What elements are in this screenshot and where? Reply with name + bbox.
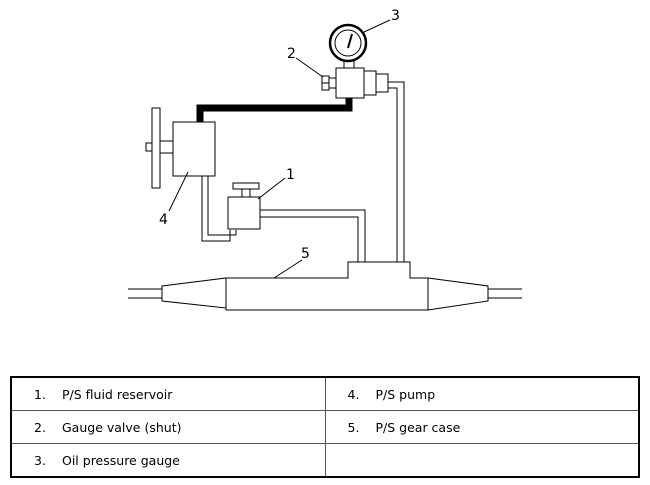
legend-row: 1. P/S fluid reservoir 4. P/S pump — [10, 376, 640, 411]
legend-number: 5. — [347, 419, 360, 435]
legend-table: 1. P/S fluid reservoir 4. P/S pump 2. Gauge… — [10, 376, 640, 478]
fluid-lines — [201, 81, 405, 262]
gear-case — [128, 261, 522, 311]
callout-4: 4 — [159, 212, 168, 228]
legend-row: 3. Oil pressure gauge — [10, 443, 640, 478]
callout-5: 5 — [301, 246, 310, 262]
legend-number: 2. — [34, 419, 46, 435]
legend-label: P/S fluid reservoir — [62, 386, 173, 402]
legend-label: P/S pump — [375, 386, 436, 402]
legend-cell: 3. Oil pressure gauge — [10, 443, 326, 478]
legend-row: 2. Gauge valve (shut) 5. P/S gear case — [10, 410, 640, 444]
legend-label: Oil pressure gauge — [62, 452, 180, 468]
leader-lines — [168, 19, 391, 279]
legend-number: 3. — [34, 452, 46, 468]
gauge-valve — [321, 67, 389, 99]
legend-label: Gauge valve (shut) — [62, 419, 182, 435]
callout-1: 1 — [286, 167, 295, 183]
legend-number: 1. — [34, 386, 46, 402]
fluid-reservoir — [227, 182, 261, 230]
pressure-hose — [196, 86, 353, 122]
legend-label: P/S gear case — [375, 419, 461, 435]
legend-cell — [324, 443, 640, 478]
callout-3: 3 — [391, 8, 400, 24]
ps-pump — [145, 107, 216, 189]
legend-number: 4. — [347, 386, 360, 402]
legend-cell: 2. Gauge valve (shut) — [10, 410, 326, 444]
callout-2: 2 — [287, 46, 296, 62]
pressure-gauge — [328, 23, 368, 69]
legend-cell: 4. P/S pump — [324, 376, 640, 411]
legend-cell: 1. P/S fluid reservoir — [10, 376, 326, 411]
power-steering-diagram: 1 2 3 4 5 — [128, 8, 522, 311]
legend-cell: 5. P/S gear case — [324, 410, 640, 444]
